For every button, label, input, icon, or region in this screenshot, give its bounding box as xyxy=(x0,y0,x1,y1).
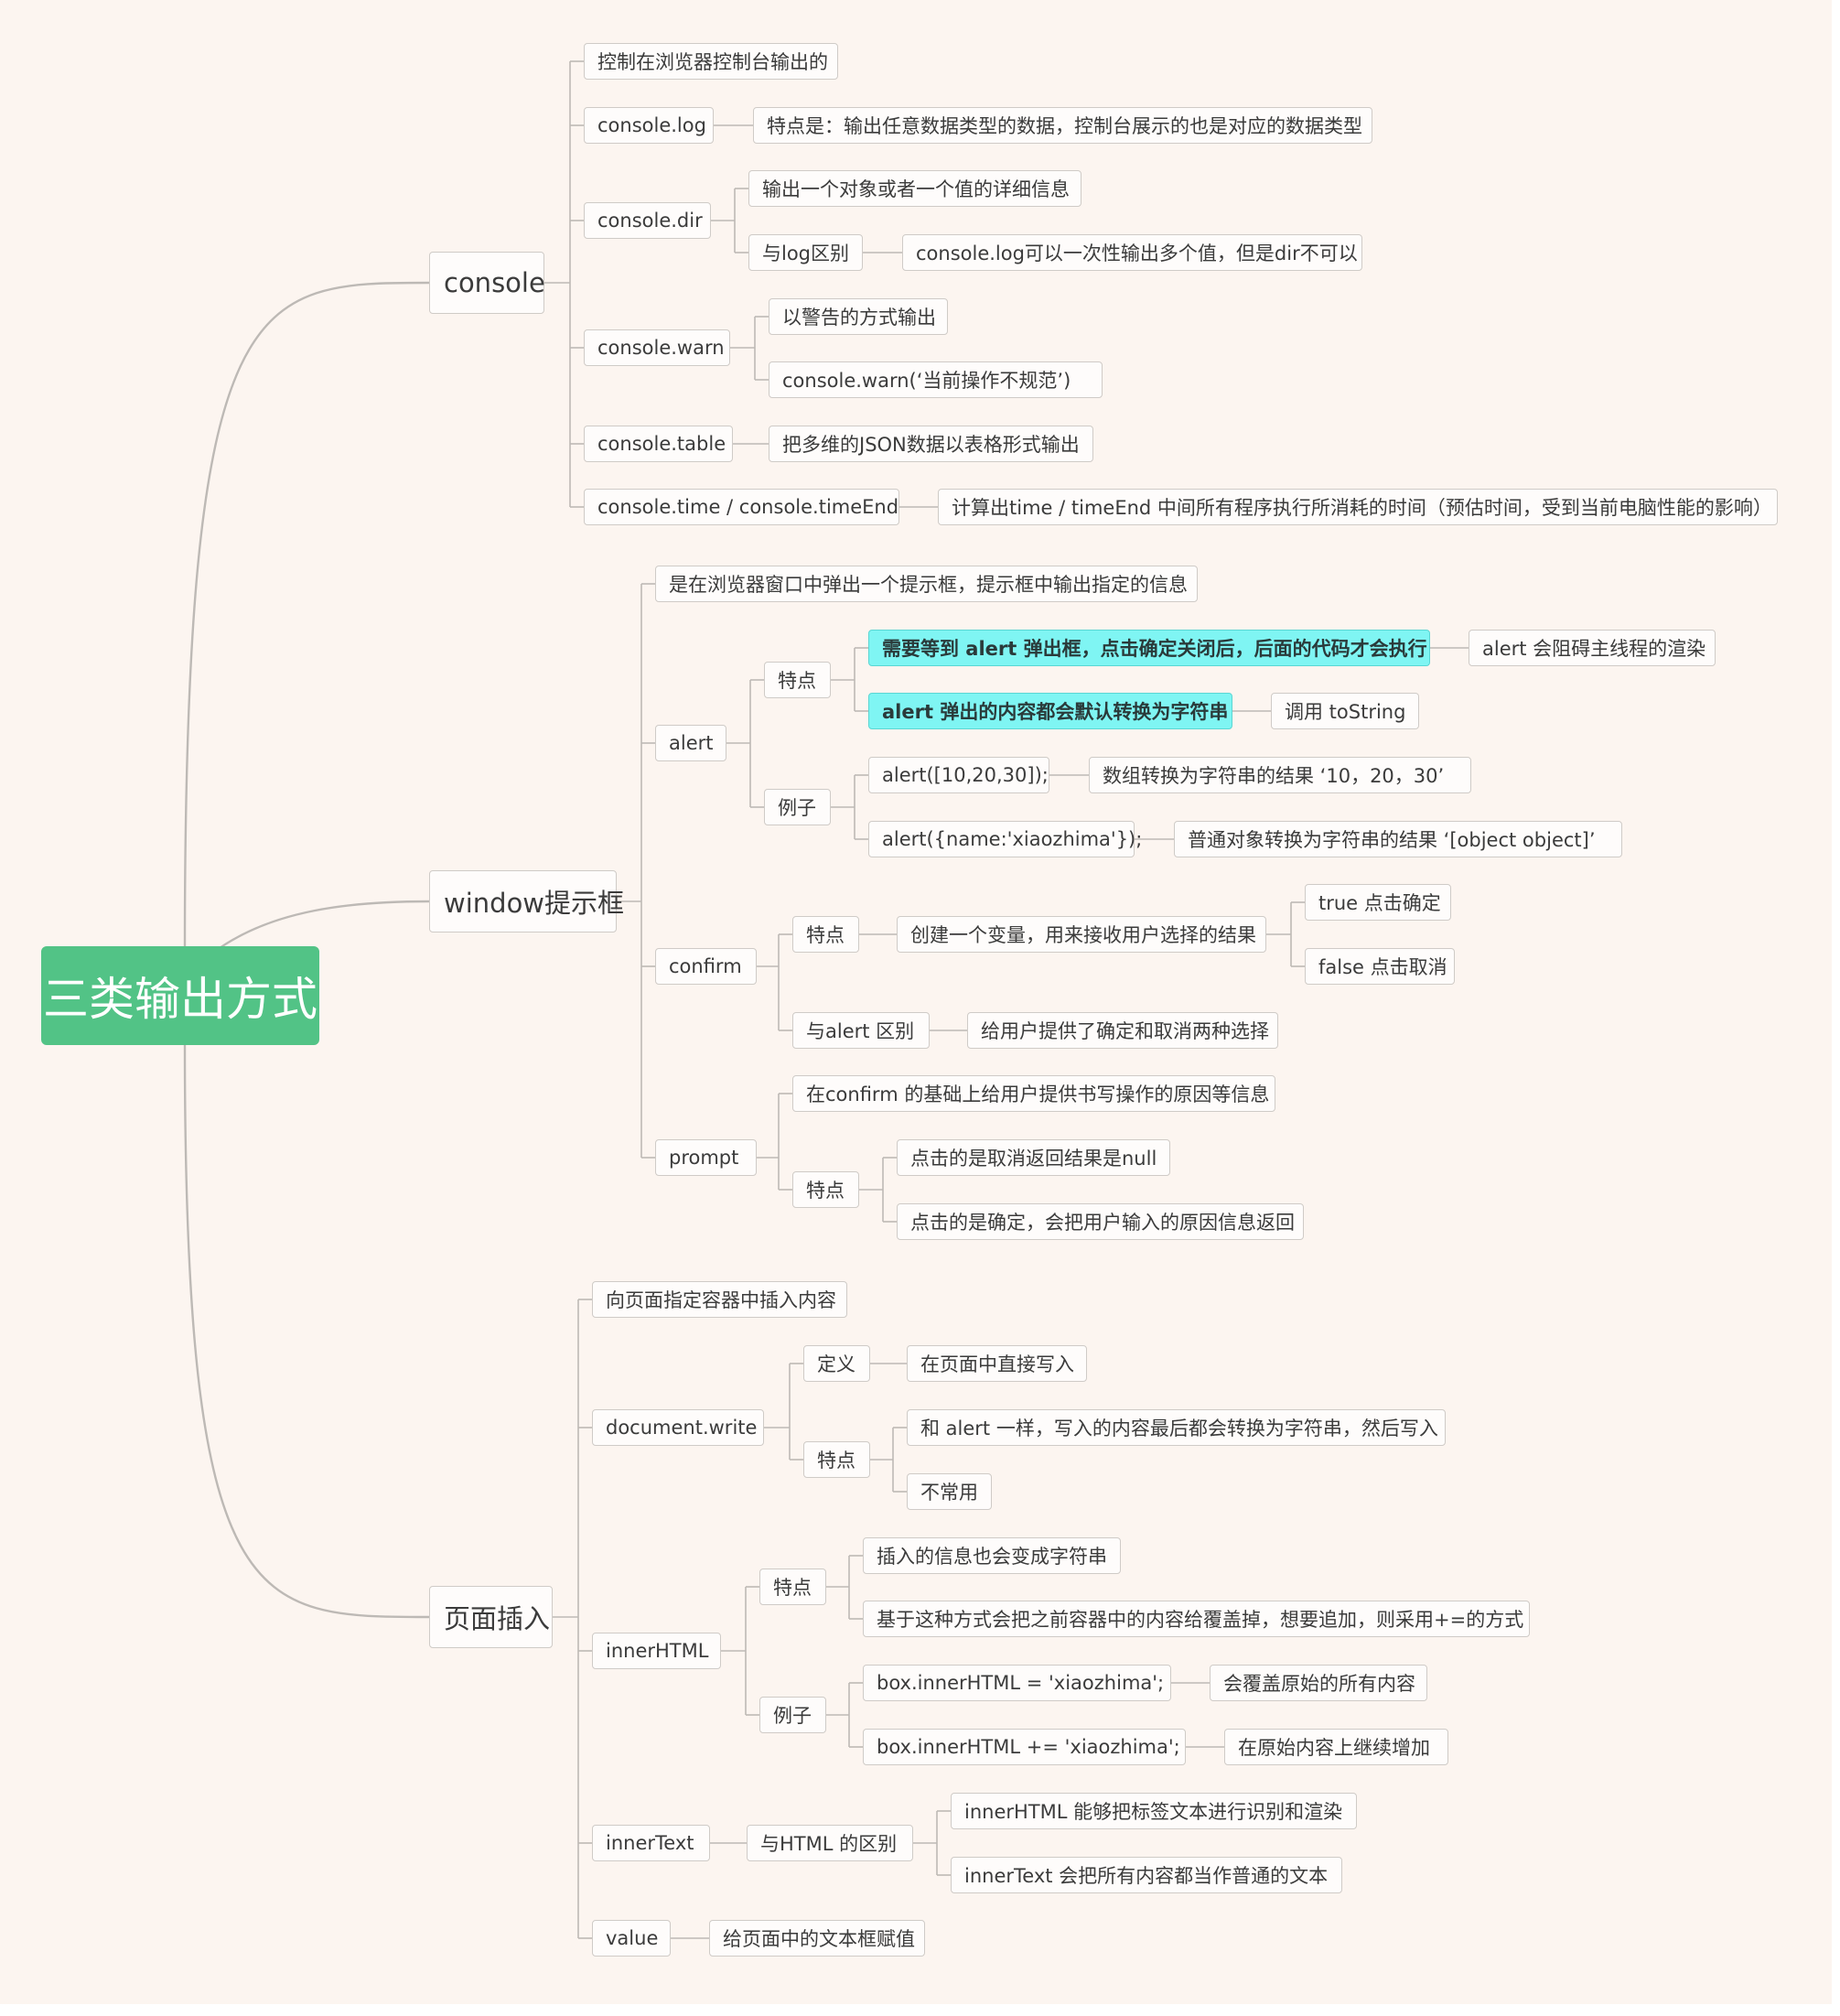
alert-examples-label[interactable]: 例子 xyxy=(764,789,831,825)
confirm-diff-text[interactable]: 给用户提供了确定和取消两种选择 xyxy=(967,1012,1278,1049)
confirm-true-result[interactable]: true 点击确定 xyxy=(1305,884,1451,921)
console-table-detail[interactable]: 把多维的JSON数据以表格形式输出 xyxy=(769,426,1093,462)
console-warn[interactable]: console.warn xyxy=(584,329,730,366)
prompt-detail[interactable]: 在confirm 的基础上给用户提供书写操作的原因等信息 xyxy=(792,1075,1275,1112)
alert-feature-tostring-note[interactable]: 调用 toString xyxy=(1271,693,1419,729)
console-warn-example[interactable]: console.warn(‘当前操作不规范’) xyxy=(769,361,1103,398)
console-dir[interactable]: console.dir xyxy=(584,202,711,239)
inner-html-example-append[interactable]: box.innerHTML += 'xiaozhima'; xyxy=(863,1729,1186,1765)
inner-text-diff-label[interactable]: 与HTML 的区别 xyxy=(747,1825,913,1861)
inner-html-examples-label[interactable]: 例子 xyxy=(759,1697,826,1733)
inner-html-example-assign[interactable]: box.innerHTML = 'xiaozhima'; xyxy=(863,1665,1171,1701)
console-intro[interactable]: 控制在浏览器控制台输出的 xyxy=(584,43,838,80)
value-node[interactable]: value xyxy=(592,1920,671,1957)
console-dir-diff-text[interactable]: console.log可以一次性输出多个值，但是dir不可以 xyxy=(902,234,1362,271)
document-write-feature-rare[interactable]: 不常用 xyxy=(907,1473,992,1510)
document-write-def-text[interactable]: 在页面中直接写入 xyxy=(907,1345,1087,1382)
confirm-features-label[interactable]: 特点 xyxy=(792,916,859,953)
console-time[interactable]: console.time / console.timeEnd xyxy=(584,489,899,525)
inner-html-feature-string[interactable]: 插入的信息也会变成字符串 xyxy=(863,1537,1121,1574)
alert-example-object[interactable]: alert({name:'xiaozhima'}); xyxy=(868,821,1142,857)
window-intro[interactable]: 是在浏览器窗口中弹出一个提示框，提示框中输出指定的信息 xyxy=(655,566,1198,602)
inner-html[interactable]: innerHTML xyxy=(592,1633,721,1669)
document-write-features-label[interactable]: 特点 xyxy=(803,1441,870,1478)
console-time-detail[interactable]: 计算出time / timeEnd 中间所有程序执行所消耗的时间（预估时间，受到… xyxy=(938,489,1778,525)
alert-features-label[interactable]: 特点 xyxy=(764,662,831,698)
branch-console[interactable]: console xyxy=(429,252,545,314)
console-dir-diff-label[interactable]: 与log区别 xyxy=(748,234,863,271)
alert-feature-tostring[interactable]: alert 弹出的内容都会默认转换为字符串 xyxy=(868,693,1232,729)
prompt-feature-confirm[interactable]: 点击的是确定，会把用户输入的原因信息返回 xyxy=(897,1203,1304,1240)
console-dir-detail[interactable]: 输出一个对象或者一个值的详细信息 xyxy=(748,170,1081,207)
console-warn-detail[interactable]: 以警告的方式输出 xyxy=(769,298,948,335)
console-log-feature[interactable]: 特点是：输出任意数据类型的数据，控制台展示的也是对应的数据类型 xyxy=(753,107,1372,144)
branch-window[interactable]: window提示框 xyxy=(429,870,624,933)
confirm-node[interactable]: confirm xyxy=(655,948,757,985)
confirm-false-result[interactable]: false 点击取消 xyxy=(1305,948,1455,985)
console-table[interactable]: console.table xyxy=(584,426,733,462)
document-write-def-label[interactable]: 定义 xyxy=(803,1345,870,1382)
prompt-node[interactable]: prompt xyxy=(655,1139,757,1176)
prompt-features-label[interactable]: 特点 xyxy=(792,1171,859,1208)
prompt-feature-cancel[interactable]: 点击的是取消返回结果是null xyxy=(897,1139,1170,1176)
inner-text-diff-html[interactable]: innerHTML 能够把标签文本进行识别和渲染 xyxy=(951,1793,1357,1829)
page-insert-intro[interactable]: 向页面指定容器中插入内容 xyxy=(592,1281,847,1318)
value-detail[interactable]: 给页面中的文本框赋值 xyxy=(709,1920,925,1957)
inner-html-feature-overwrite[interactable]: 基于这种方式会把之前容器中的内容给覆盖掉，想要追加，则采用+=的方式 xyxy=(863,1601,1530,1637)
alert-example-object-note[interactable]: 普通对象转换为字符串的结果 ‘[object object]’ xyxy=(1174,821,1622,857)
alert-example-array-note[interactable]: 数组转换为字符串的结果 ‘10，20，30’ xyxy=(1089,757,1471,793)
inner-html-features-label[interactable]: 特点 xyxy=(759,1569,826,1605)
confirm-feature-text[interactable]: 创建一个变量，用来接收用户选择的结果 xyxy=(897,916,1266,953)
alert-feature-blocking[interactable]: 需要等到 alert 弹出框，点击确定关闭后，后面的代码才会执行 xyxy=(868,630,1430,666)
inner-text-diff-text[interactable]: innerText 会把所有内容都当作普通的文本 xyxy=(951,1857,1342,1893)
alert-node[interactable]: alert xyxy=(655,725,726,761)
confirm-diff-label[interactable]: 与alert 区别 xyxy=(792,1012,930,1049)
document-write[interactable]: document.write xyxy=(592,1409,764,1446)
inner-html-example-assign-note[interactable]: 会覆盖原始的所有内容 xyxy=(1210,1665,1427,1701)
console-log[interactable]: console.log xyxy=(584,107,714,144)
inner-html-example-append-note[interactable]: 在原始内容上继续增加 xyxy=(1224,1729,1448,1765)
alert-feature-blocking-note[interactable]: alert 会阻碍主线程的渲染 xyxy=(1469,630,1716,666)
document-write-feature-string[interactable]: 和 alert 一样，写入的内容最后都会转换为字符串，然后写入 xyxy=(907,1409,1446,1446)
branch-page-insert[interactable]: 页面插入 xyxy=(429,1586,553,1648)
alert-example-array[interactable]: alert([10,20,30]); xyxy=(868,757,1049,793)
root-topic[interactable]: 三类输出方式 xyxy=(41,946,319,1045)
inner-text[interactable]: innerText xyxy=(592,1825,710,1861)
